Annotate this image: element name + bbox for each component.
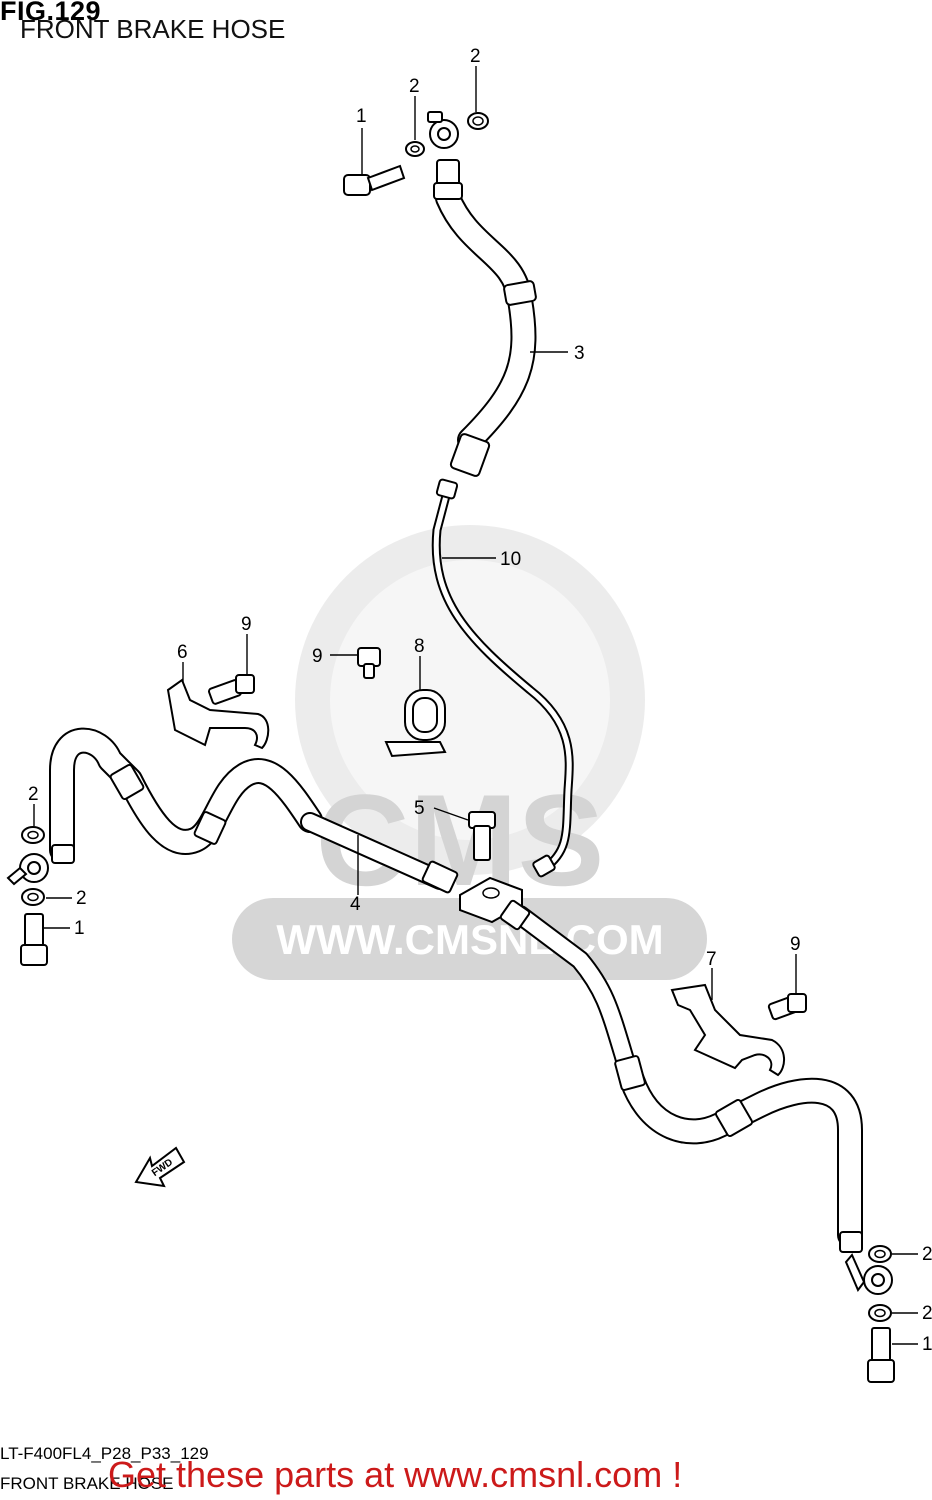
hose-clamp: [357, 647, 447, 758]
callout-1-right-bolt: 1: [922, 1334, 932, 1355]
callout-3-upper-hose: 3: [574, 343, 585, 364]
watermark-url: WWW.CMSNL.COM: [276, 916, 663, 963]
fwd-arrow: FWD: [134, 1146, 186, 1188]
leader-lines: [33, 66, 918, 1345]
callout-9-right-bracket-bolt: 9: [790, 934, 801, 955]
callout-7-right-bracket: 7: [706, 949, 717, 970]
callout-9-clamp-bolt: 9: [312, 646, 323, 667]
callout-10-brake-pipe: 10: [500, 549, 521, 570]
callout-1-top-bolt: 1: [356, 106, 367, 127]
top-fasteners: [343, 112, 489, 196]
callout-4-left-hose: 4: [350, 894, 361, 915]
upper-brake-hose: [427, 111, 537, 477]
callout-2-right-washer-top: 2: [922, 1244, 932, 1265]
left-caliper-fasteners: [20, 826, 48, 966]
callout-numbers: 1 2 2 3 10 9 6 9 8 2 2 1 5 4 9 7 2 2 1: [28, 46, 932, 1355]
right-front-brake-hose: [499, 899, 893, 1295]
right-caliper-fasteners: [867, 1245, 895, 1383]
cmsnl-watermark: CMS WWW.CMSNL.COM: [232, 525, 707, 980]
callout-2-right-washer-bottom: 2: [922, 1303, 932, 1324]
footer-title: FRONT BRAKE HOSE: [0, 1474, 174, 1493]
footer-model-code: LT-F400FL4_P28_P33_129: [0, 1444, 209, 1463]
callout-9-left-bracket-bolt: 9: [241, 614, 252, 635]
brake-pipe: [431, 478, 574, 878]
callout-8-clamp: 8: [414, 636, 425, 657]
left-front-brake-hose: [6, 727, 459, 894]
figure-number: FIG.129: [0, 0, 102, 26]
figure-title: FRONT BRAKE HOSE: [20, 14, 286, 44]
callout-2-top-washer-right: 2: [470, 46, 481, 67]
cta-link[interactable]: Get these parts at www.cmsnl.com !: [108, 1454, 683, 1495]
callout-2-left-washer-bottom: 2: [76, 888, 87, 909]
left-hose-bracket: [166, 674, 270, 750]
callout-5-joint-bolt: 5: [414, 798, 425, 819]
callout-6-left-bracket: 6: [177, 642, 188, 663]
callout-2-left-washer-top: 2: [28, 784, 39, 805]
right-hose-bracket: [670, 983, 807, 1077]
callout-1-left-bolt: 1: [74, 918, 85, 939]
callout-2-top-washer-left: 2: [409, 76, 420, 97]
